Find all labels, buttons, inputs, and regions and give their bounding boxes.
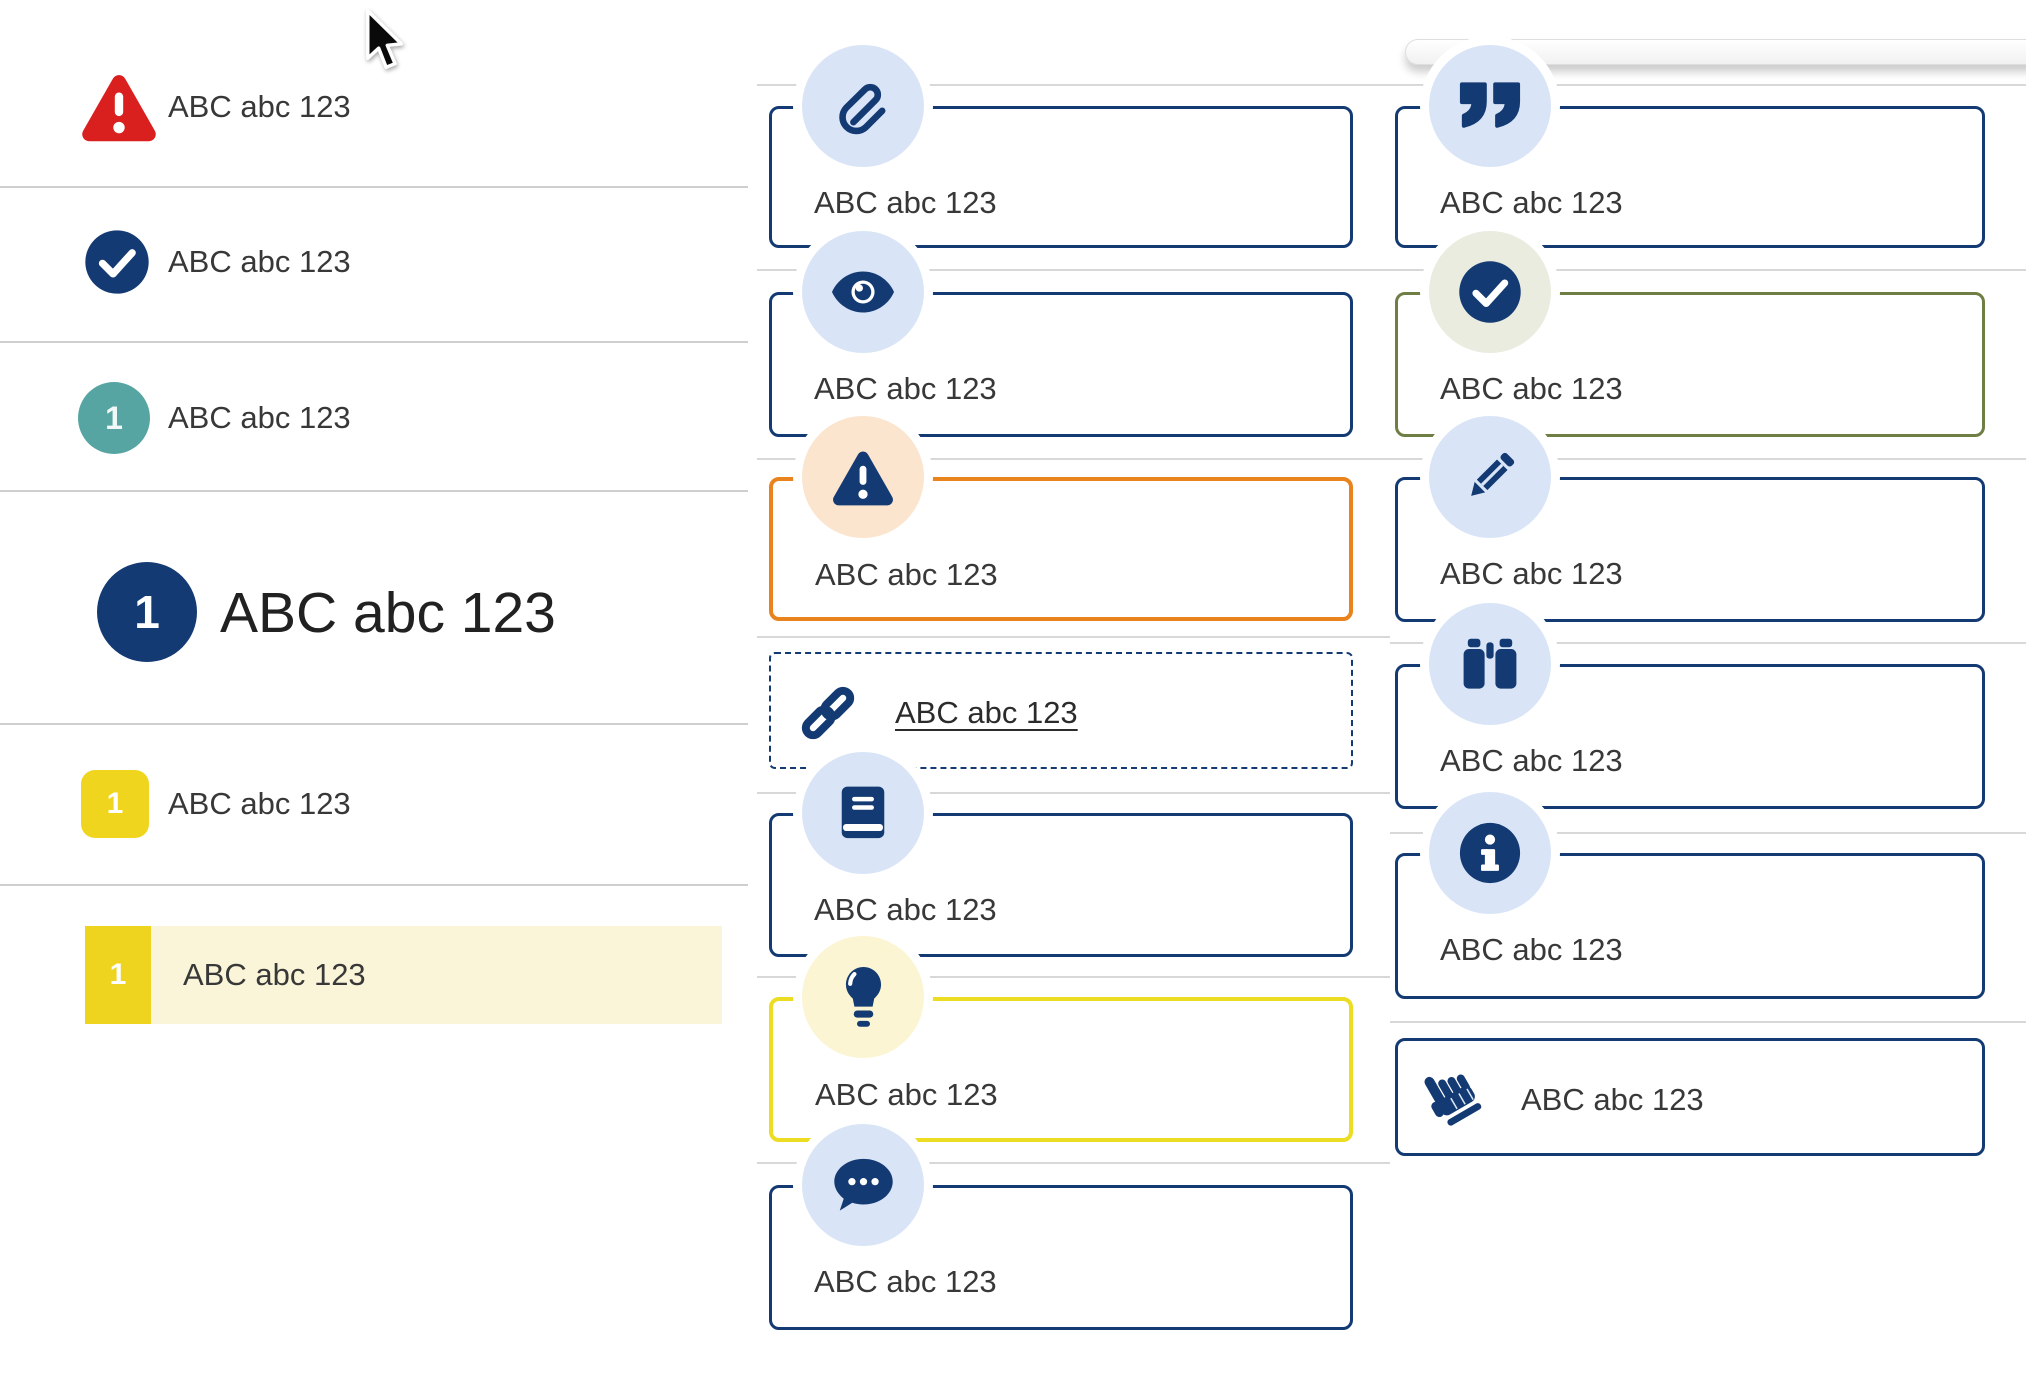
- callout-label: ABC abc 123: [815, 557, 998, 592]
- check-circle-icon: [84, 229, 150, 295]
- teal-number-badge: 1: [78, 382, 150, 454]
- quote-icon: [1429, 45, 1551, 167]
- callout-label: ABC abc 123: [814, 371, 997, 406]
- book-icon: [802, 752, 924, 874]
- divider: [757, 636, 1390, 638]
- callout-label: ABC abc 123: [1440, 743, 1623, 778]
- divider: [757, 792, 1390, 794]
- navy-number-badge: 1: [97, 562, 197, 662]
- mouse-cursor-icon: [362, 8, 408, 74]
- divider: [0, 723, 748, 725]
- callout-label: ABC abc 123: [1440, 371, 1623, 406]
- callout-label: ABC abc 123: [814, 185, 997, 220]
- paperclip-icon: [802, 45, 924, 167]
- lightbulb-icon: [802, 936, 924, 1058]
- divider: [757, 84, 2026, 86]
- list-item-label[interactable]: ABC abc 123: [168, 89, 351, 124]
- comment-dots-icon: [802, 1124, 924, 1246]
- divider: [0, 884, 748, 886]
- list-item-label[interactable]: ABC abc 123: [168, 244, 351, 279]
- divider: [1390, 642, 2026, 644]
- hand-pointer-icon: [1421, 1065, 1483, 1131]
- yellow-number-bar: 1: [85, 926, 151, 1024]
- info-icon: [1429, 792, 1551, 914]
- divider: [1390, 832, 2026, 834]
- binoculars-icon: [1429, 603, 1551, 725]
- yellow-number-badge: 1: [81, 770, 149, 838]
- callout-action-label[interactable]: ABC abc 123: [1521, 1082, 1704, 1117]
- divider: [0, 186, 748, 188]
- callout-label: ABC abc 123: [815, 1077, 998, 1112]
- warning-icon: [802, 416, 924, 538]
- callout-label: ABC abc 123: [1440, 185, 1623, 220]
- link-icon: [795, 678, 861, 748]
- divider: [0, 341, 748, 343]
- divider: [757, 269, 2026, 271]
- callout-label: ABC abc 123: [814, 1264, 997, 1299]
- heading-label: ABC abc 123: [220, 581, 556, 645]
- list-item-label[interactable]: ABC abc 123: [183, 957, 366, 992]
- callout-link[interactable]: ABC abc 123: [769, 652, 1353, 769]
- callout-quote: ABC abc 123: [1395, 106, 1985, 248]
- callout-action[interactable]: ABC abc 123: [1395, 1038, 1985, 1156]
- divider: [757, 976, 1390, 978]
- divider: [0, 490, 748, 492]
- divider: [1390, 1021, 2026, 1023]
- alert-triangle-icon: [79, 72, 159, 142]
- callout-label: ABC abc 123: [1440, 932, 1623, 967]
- list-item-label[interactable]: ABC abc 123: [168, 786, 351, 821]
- callout-link-label[interactable]: ABC abc 123: [895, 695, 1078, 730]
- divider: [757, 458, 2026, 460]
- callout-label: ABC abc 123: [814, 892, 997, 927]
- divider: [757, 1162, 1390, 1164]
- eye-icon: [802, 231, 924, 353]
- pencil-icon: [1429, 416, 1551, 538]
- callout-label: ABC abc 123: [1440, 556, 1623, 591]
- list-item-label[interactable]: ABC abc 123: [168, 400, 351, 435]
- highlighted-row[interactable]: [151, 926, 722, 1024]
- check-circle-icon: [1429, 231, 1551, 353]
